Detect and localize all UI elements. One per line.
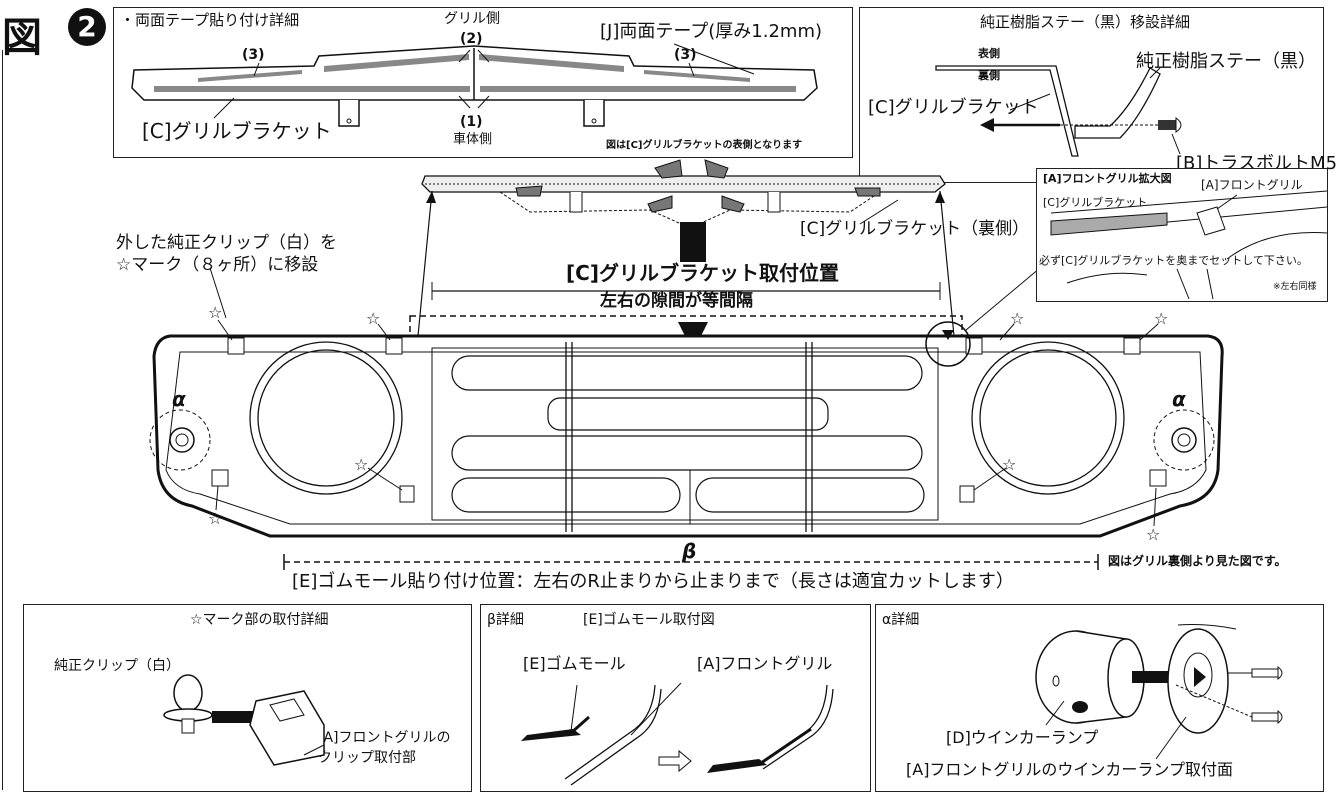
body-side-label: 車体側 bbox=[453, 132, 493, 147]
grille-side-label: グリル側 bbox=[444, 11, 500, 27]
tape-label: [J]両面テープ(厚み1.2mm) bbox=[600, 21, 823, 42]
beta-detail-subtitle: [E]ゴムモール取付図 bbox=[583, 612, 715, 628]
rear-view-note: 図はグリル裏側より見た図です。 bbox=[1108, 554, 1287, 568]
alpha-label-left: α bbox=[172, 387, 186, 411]
figure-number-badge: 2 bbox=[68, 8, 106, 46]
beta-detail-drawing bbox=[521, 682, 834, 786]
star-mount-label-1: [A]フロントグリルの bbox=[318, 730, 451, 746]
alpha-lamp-label: [D]ウインカーランプ bbox=[946, 728, 1099, 747]
tape-num-3-left: (3) bbox=[242, 47, 265, 63]
stay-detail-title: 純正樹脂ステー（黒）移設詳細 bbox=[980, 13, 1191, 31]
grille-zoom-both-sides: ※左右同様 bbox=[1273, 282, 1317, 292]
beta-label: β bbox=[682, 539, 697, 563]
grille-zoom-drawing bbox=[1050, 190, 1328, 300]
stay-bracket-label: [C]グリルブラケット bbox=[868, 97, 1039, 118]
stay-detail-panel: 純正樹脂ステー（黒）移設詳細 表側 裏側 純正樹脂ステー（黒） [C]グリルブラ… bbox=[859, 7, 1337, 183]
tape-detail-title: ・両面テープ貼り付け詳細 bbox=[120, 11, 300, 29]
stay-drawing bbox=[935, 65, 1182, 157]
star-detail-title: ☆マーク部の取付詳細 bbox=[190, 612, 329, 628]
figure-label: 図 bbox=[2, 15, 42, 61]
tape-detail-panel: ・両面テープ貼り付け詳細 グリル側 [J]両面テープ(厚み1.2mm) (3) … bbox=[113, 7, 853, 158]
grille-zoom-bracket-label: [C]グリルブラケット bbox=[1043, 196, 1148, 209]
star-marker-8: ☆ bbox=[1146, 525, 1161, 544]
beta-detail-title: β詳細 bbox=[487, 612, 524, 628]
alpha-detail-drawing bbox=[1035, 624, 1283, 760]
tape-bracket-label: [C]グリルブラケット bbox=[142, 119, 332, 143]
star-mount-label-2: クリップ取付部 bbox=[318, 750, 416, 766]
alpha-mount-label: [A]フロントグリルのウインカーランプ取付面 bbox=[906, 760, 1233, 779]
tape-bracket-drawing bbox=[131, 43, 818, 127]
beta-detail-panel: β詳細 [E]ゴムモール取付図 [E]ゴムモール [A]フロントグリル bbox=[480, 604, 871, 792]
clip-note-line-2: ☆マーク（８ヶ所）に移設 bbox=[116, 255, 319, 275]
mount-position-label: [C]グリルブラケット取付位置 bbox=[566, 261, 839, 285]
beta-grille-label: [A]フロントグリル bbox=[697, 654, 833, 673]
star-marker-2: ☆ bbox=[366, 309, 381, 328]
bracket-back-label: [C]グリルブラケット（裏側） bbox=[800, 219, 1030, 239]
star-marker-3: ☆ bbox=[1010, 309, 1025, 328]
equal-gap-label: 左右の隙間が等間隔 bbox=[600, 291, 753, 311]
star-marker-6: ☆ bbox=[1002, 455, 1017, 474]
star-detail-drawing bbox=[163, 674, 325, 766]
grille-zoom-title: [A]フロントグリル拡大図 bbox=[1043, 172, 1172, 185]
alpha-detail-title: α詳細 bbox=[882, 612, 920, 628]
alpha-detail-panel: α詳細 [D]ウインカーランプ [A]フロントグリルのウインカーランプ取付面 bbox=[875, 604, 1324, 792]
grille-zoom-panel: [A]フロントグリル拡大図 [A]フロントグリル [C]グリルブラケット 必ず[… bbox=[1036, 168, 1328, 302]
star-marker-1: ☆ bbox=[208, 303, 223, 322]
star-detail-panel: ☆マーク部の取付詳細 純正クリップ（白） [A]フロントグリルの クリップ取付部 bbox=[23, 604, 472, 792]
tape-num-2: (2) bbox=[460, 31, 483, 47]
rubber-position-label: [E]ゴムモール貼り付け位置：左右のR止まりから止まりまで（長さは適宜カットしま… bbox=[292, 571, 1014, 592]
left-border bbox=[2, 50, 3, 790]
grille-zoom-instruction: 必ず[C]グリルブラケットを奥までセットして下さい。 bbox=[1039, 254, 1308, 267]
star-marker-4: ☆ bbox=[1154, 309, 1169, 328]
bracket-back-drawing bbox=[421, 159, 946, 229]
star-clip-label: 純正クリップ（白） bbox=[54, 658, 180, 674]
clip-note-line-1: 外した純正クリップ（白）を bbox=[116, 233, 337, 253]
alpha-label-right: α bbox=[1172, 387, 1186, 411]
star-marker-7: ☆ bbox=[208, 509, 223, 528]
tape-note: 図は[C]グリルブラケットの表側となります bbox=[606, 140, 803, 151]
front-side-label: 表側 bbox=[978, 47, 1000, 60]
tape-num-3-right: (3) bbox=[674, 47, 697, 63]
star-marker-5: ☆ bbox=[354, 455, 369, 474]
back-side-label: 裏側 bbox=[978, 69, 1000, 82]
tape-num-1: (1) bbox=[460, 114, 483, 130]
grille-zoom-grille-label: [A]フロントグリル bbox=[1201, 178, 1303, 192]
stay-label: 純正樹脂ステー（黒） bbox=[1136, 51, 1316, 72]
beta-rubber-label: [E]ゴムモール bbox=[523, 654, 626, 673]
